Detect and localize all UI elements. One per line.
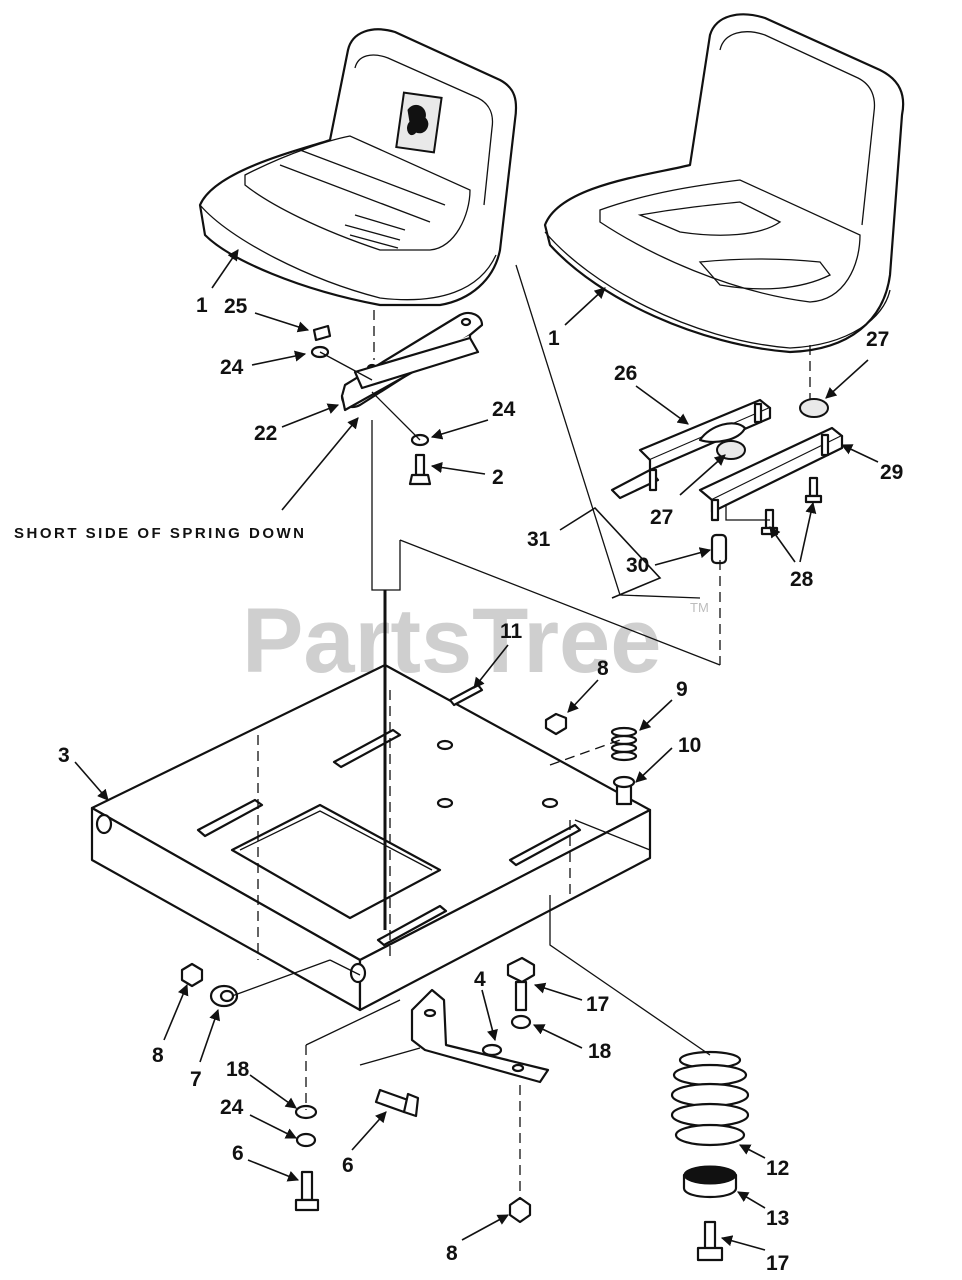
callout-8-upper: 8: [597, 657, 609, 680]
callout-29: 29: [880, 461, 903, 484]
spacer-30: [710, 533, 728, 565]
bolt-6a: [294, 1170, 320, 1212]
callout-22: 22: [254, 422, 277, 445]
bolt-17a: [506, 956, 536, 1012]
pad-27a: [799, 398, 829, 418]
callout-28: 28: [790, 568, 814, 591]
callout-31: 31: [527, 528, 551, 551]
callout-7: 7: [190, 1068, 202, 1091]
callout-17-lower: 17: [766, 1252, 789, 1275]
callout-25: 25: [224, 295, 248, 318]
callout-11: 11: [500, 620, 523, 643]
slide-rail-26: [610, 398, 772, 500]
seat-left: [198, 28, 518, 307]
nut-8c: [508, 1196, 532, 1224]
callout-13: 13: [766, 1207, 789, 1230]
callout-27-lower: 27: [650, 506, 673, 529]
spring-9: [610, 726, 638, 762]
callout-18-right: 18: [588, 1040, 612, 1063]
callout-6-center: 6: [342, 1154, 354, 1177]
callout-24-right: 24: [492, 398, 516, 421]
bolt-6b: [374, 1088, 420, 1118]
leader-arrows: [74, 249, 879, 1251]
callout-6-left: 6: [232, 1142, 244, 1165]
nut-8b: [180, 962, 204, 988]
pad-27b: [716, 440, 746, 460]
callout-2: 2: [492, 466, 504, 489]
callout-10: 10: [678, 734, 701, 757]
bolt-17b: [696, 1220, 724, 1262]
washer-18b: [294, 1104, 318, 1120]
callout-9: 9: [676, 678, 688, 701]
spring-12: [670, 1050, 750, 1147]
callout-30: 30: [626, 554, 649, 577]
washer-18a: [510, 1014, 532, 1030]
callout-8-left: 8: [152, 1044, 164, 1067]
pad-13: [682, 1165, 738, 1198]
bracket-4: [410, 988, 550, 1084]
bracket-22: [340, 311, 484, 412]
callout-24-upper: 24: [220, 356, 244, 379]
washer-24c: [295, 1132, 317, 1148]
callout-24-lower: 24: [220, 1096, 244, 1119]
cotter-pin-11: [448, 683, 484, 707]
trademark: TM: [690, 600, 709, 615]
slide-rail-29: [698, 426, 844, 522]
watermark: PartsTree: [242, 590, 661, 692]
callout-1-left-seat: 1: [196, 294, 208, 317]
callout-17-upper: 17: [586, 993, 609, 1016]
callout-12: 12: [766, 1157, 789, 1180]
callout-18-left: 18: [226, 1058, 250, 1081]
callout-4: 4: [474, 968, 486, 991]
callout-1-right-seat: 1: [548, 327, 560, 350]
callout-8-bottom: 8: [446, 1242, 458, 1265]
nut-8a: [544, 712, 568, 736]
spring-orientation-note: SHORT SIDE OF SPRING DOWN: [14, 525, 307, 542]
pin-10: [612, 775, 636, 806]
callout-27-upper: 27: [866, 328, 889, 351]
callout-26: 26: [614, 362, 637, 385]
hardware-left-seat: [310, 324, 432, 486]
callout-3: 3: [58, 744, 70, 767]
seat-pan-3: [90, 663, 652, 1012]
seat-right: [543, 13, 905, 354]
